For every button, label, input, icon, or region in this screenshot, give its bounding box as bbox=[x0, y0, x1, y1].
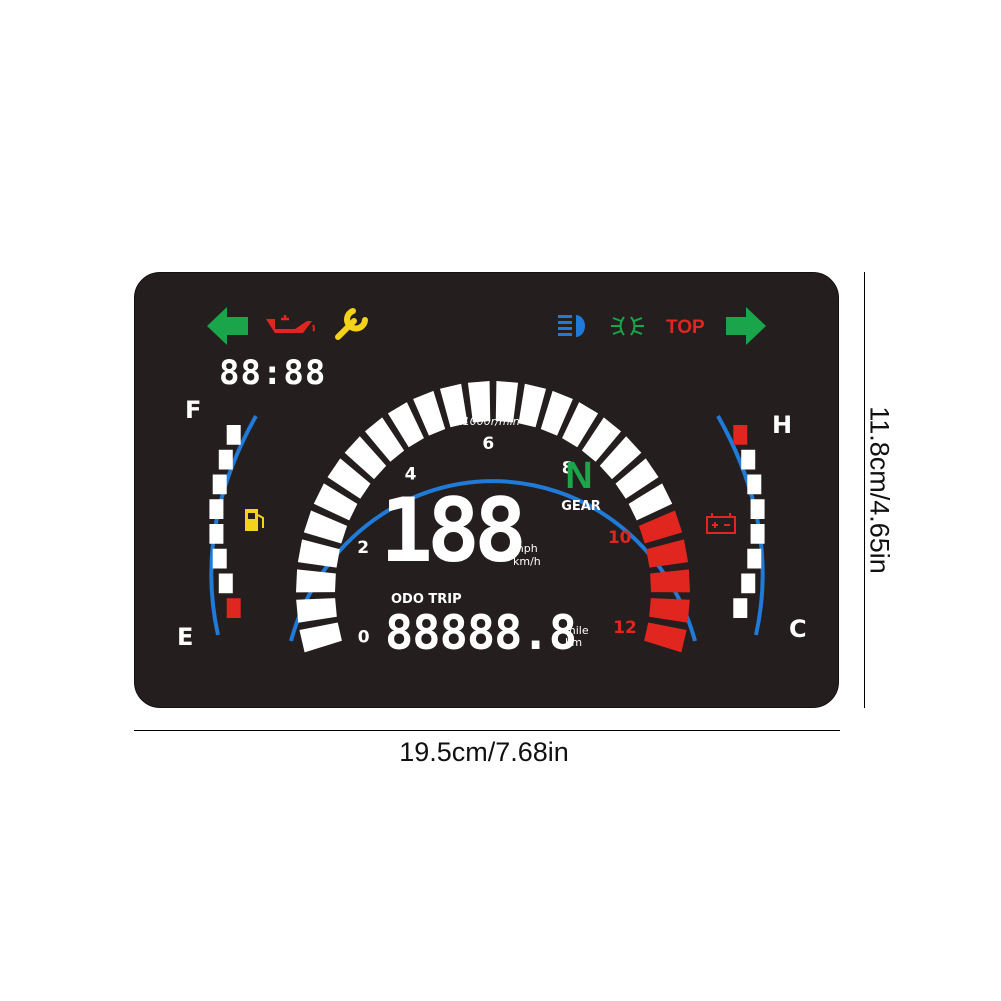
tach-segment bbox=[562, 402, 599, 448]
tachometer-tick-labels: 0 2 4 6 8 10 12 bbox=[357, 434, 637, 648]
tach-segment bbox=[495, 381, 519, 423]
temp-segment bbox=[747, 548, 762, 569]
width-dimension-line bbox=[134, 730, 840, 731]
tach-segment bbox=[628, 483, 673, 521]
tach-segment bbox=[297, 539, 340, 568]
tach-segment bbox=[313, 483, 358, 521]
dashboard-display: TOP 88:88 F E H C 0 2 4 6 8 10 12 x1000r/min N… bbox=[177, 307, 807, 661]
fuel-empty-label: E bbox=[177, 623, 193, 651]
battery-icon bbox=[706, 513, 736, 534]
tach-segment bbox=[540, 390, 573, 436]
tach-segment bbox=[387, 402, 424, 448]
tach-segment bbox=[599, 436, 642, 480]
dashboard-panel: TOP 88:88 F E H C 0 2 4 6 8 10 12 x1000r/min N… bbox=[134, 272, 839, 708]
tach-tick-label: 2 bbox=[357, 538, 369, 558]
tach-segment bbox=[364, 417, 405, 462]
fuel-segment bbox=[212, 548, 227, 569]
temp-segment bbox=[733, 598, 748, 618]
fuel-gauge-segments bbox=[209, 425, 241, 618]
tach-segment bbox=[646, 539, 689, 568]
fuel-segment bbox=[226, 425, 241, 445]
odo-trip-label: ODO TRIP bbox=[391, 592, 462, 607]
speed-display: 188 bbox=[380, 479, 522, 582]
tach-tick-label: 8 bbox=[562, 458, 574, 478]
high-beam-icon bbox=[558, 315, 585, 337]
clock-display: 88:88 bbox=[219, 353, 326, 393]
fuel-segment bbox=[218, 449, 233, 470]
fuel-segment bbox=[226, 598, 241, 618]
gear-indicator: N bbox=[565, 455, 592, 497]
gear-label: GEAR bbox=[561, 499, 601, 514]
fuel-full-label: F bbox=[185, 396, 201, 424]
tach-segment bbox=[344, 436, 387, 480]
fuel-segment bbox=[209, 524, 224, 544]
tach-tick-label: 12 bbox=[613, 618, 637, 638]
tach-segment bbox=[439, 383, 468, 428]
tach-tick-label: 6 bbox=[482, 434, 494, 454]
tach-tick-label: 10 bbox=[608, 528, 632, 548]
tach-segment bbox=[327, 458, 371, 499]
tach-segment bbox=[615, 458, 659, 499]
height-dimension-line bbox=[864, 272, 865, 708]
fuel-segment bbox=[209, 499, 224, 519]
tach-tick-label: 0 bbox=[358, 628, 370, 648]
height-dimension-label: 11.8cm/4.65in bbox=[864, 406, 895, 574]
tach-segment bbox=[638, 510, 683, 544]
temp-hot-label: H bbox=[772, 411, 792, 439]
tach-segment bbox=[296, 598, 337, 623]
position-light-icon bbox=[611, 316, 644, 336]
temp-segment bbox=[747, 474, 762, 495]
turn-right-arrow-icon bbox=[726, 307, 766, 345]
tach-segment bbox=[296, 569, 336, 593]
fuel-pump-icon bbox=[245, 509, 264, 531]
tach-segment bbox=[644, 622, 687, 653]
temp-cold-label: C bbox=[789, 615, 807, 643]
temp-segment bbox=[733, 425, 748, 445]
speed-unit-mph: mph bbox=[513, 542, 538, 555]
temp-gauge-segments bbox=[733, 425, 765, 618]
tach-segment bbox=[649, 598, 690, 623]
turn-left-arrow-icon bbox=[207, 307, 248, 345]
odo-unit-km: km bbox=[565, 636, 582, 649]
tach-segment bbox=[303, 510, 348, 544]
tach-segment bbox=[581, 417, 622, 462]
tachometer-segments bbox=[296, 381, 690, 653]
tach-segment bbox=[299, 622, 342, 653]
temp-segment bbox=[750, 499, 765, 519]
temp-segment bbox=[741, 449, 756, 470]
tach-tick-label: 4 bbox=[405, 464, 417, 484]
top-indicator-label: TOP bbox=[666, 317, 705, 338]
tach-segment bbox=[650, 569, 690, 593]
temp-segment bbox=[741, 573, 756, 594]
temp-segment bbox=[750, 524, 765, 544]
tach-segment bbox=[467, 381, 491, 423]
fuel-segment bbox=[212, 474, 227, 495]
oil-can-icon bbox=[266, 315, 315, 333]
tach-unit-label: x1000r/min bbox=[455, 415, 520, 428]
tach-segment bbox=[413, 390, 446, 436]
speed-unit-kmh: km/h bbox=[513, 555, 541, 568]
fuel-segment bbox=[218, 573, 233, 594]
odometer-display: 88888.8 bbox=[385, 606, 576, 661]
wrench-icon bbox=[335, 308, 368, 340]
tach-segment bbox=[518, 383, 547, 428]
width-dimension-label: 19.5cm/7.68in bbox=[399, 737, 569, 767]
odo-unit-mile: mile bbox=[565, 624, 589, 637]
